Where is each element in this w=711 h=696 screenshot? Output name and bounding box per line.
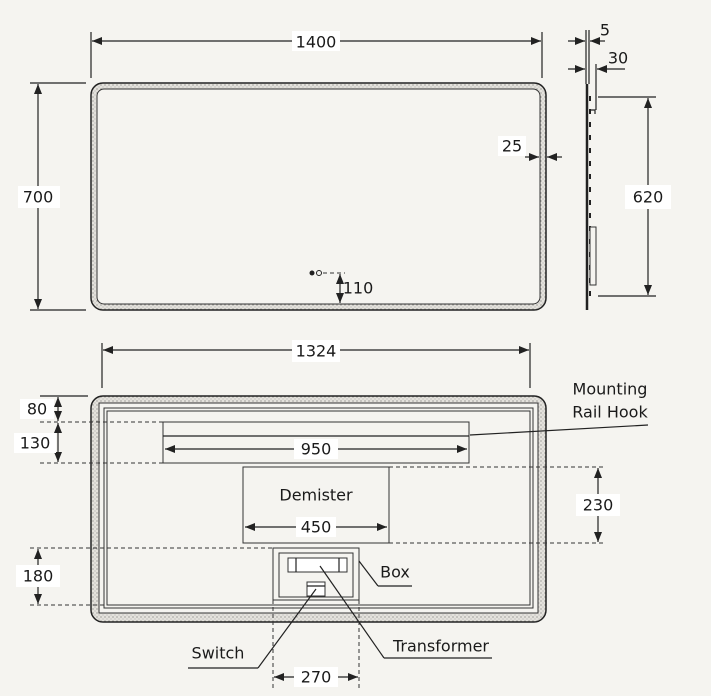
rail-top-offset-label: 80 [27, 400, 47, 419]
height-label: 700 [23, 188, 54, 207]
box-width-label: 270 [301, 668, 332, 687]
frame-width-label: 25 [502, 137, 522, 156]
rear-view: 1324 80 130 950 Mounting Rail Hook Demis… [14, 340, 648, 690]
demister-height-label: 230 [583, 496, 614, 515]
rail-name-line1: Mounting [573, 380, 648, 399]
front-view: 1400 700 25 110 [18, 31, 562, 311]
touch-switch-icon [316, 270, 322, 276]
switch-label: Switch [192, 644, 245, 663]
glass-thickness-label: 5 [600, 21, 610, 40]
rail-width-label: 950 [301, 440, 332, 459]
touch-switch-icon [309, 270, 315, 276]
transformer [287, 557, 348, 573]
box-height-label: 180 [23, 567, 54, 586]
switch-offset-label: 110 [343, 279, 374, 298]
demister-label: Demister [279, 486, 353, 505]
rail-height-label: 130 [20, 434, 51, 453]
depth-label: 30 [608, 49, 628, 68]
demister-width-label: 450 [301, 518, 332, 537]
box-label: Box [380, 563, 410, 582]
side-view: 5 30 620 [568, 21, 671, 310]
rear-width-label: 1324 [296, 342, 337, 361]
rail-name-line2: Rail Hook [572, 403, 648, 422]
mirror-glass [96, 88, 541, 305]
transformer-label: Transformer [392, 637, 489, 656]
width-label: 1400 [296, 33, 337, 52]
rail-span-label: 620 [633, 188, 664, 207]
